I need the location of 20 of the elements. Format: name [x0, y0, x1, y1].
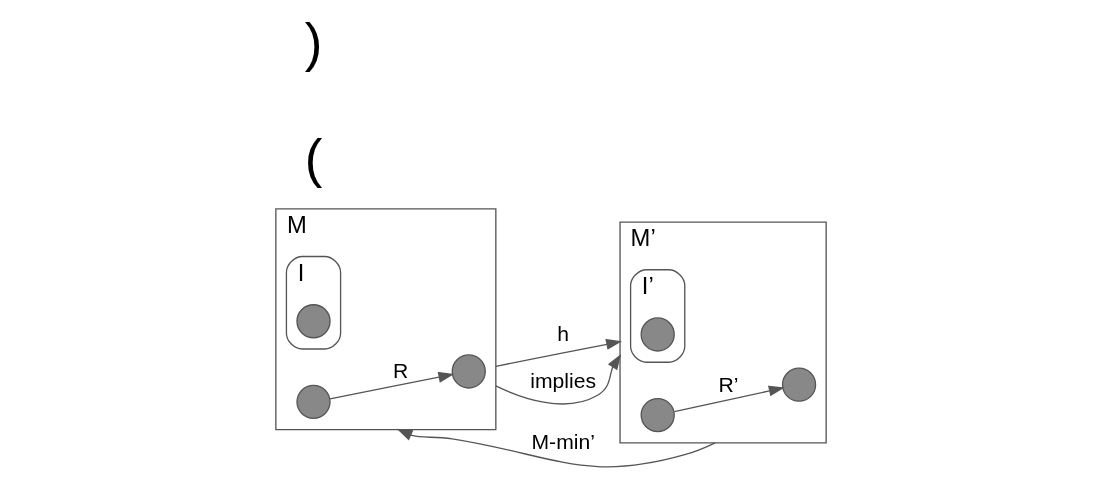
node-circle	[451, 354, 486, 389]
edge-label: h	[556, 321, 569, 345]
arrow	[328, 371, 454, 400]
edge-label: R’	[717, 373, 738, 397]
cluster: I	[285, 255, 341, 350]
arrow	[494, 338, 622, 368]
label: (	[304, 129, 322, 189]
node-circle	[295, 304, 331, 339]
node-circle	[640, 317, 675, 352]
node-circle	[295, 384, 331, 420]
edge-label: M-min’	[531, 430, 595, 454]
arrow	[673, 385, 785, 413]
node-circle	[640, 397, 675, 433]
label: )	[304, 12, 322, 72]
node-circle	[781, 367, 816, 402]
arrow	[396, 428, 716, 468]
edge-label: implies	[529, 369, 596, 393]
arrow	[494, 353, 621, 405]
edge-label: R	[392, 358, 408, 382]
cluster: I’	[629, 269, 685, 363]
